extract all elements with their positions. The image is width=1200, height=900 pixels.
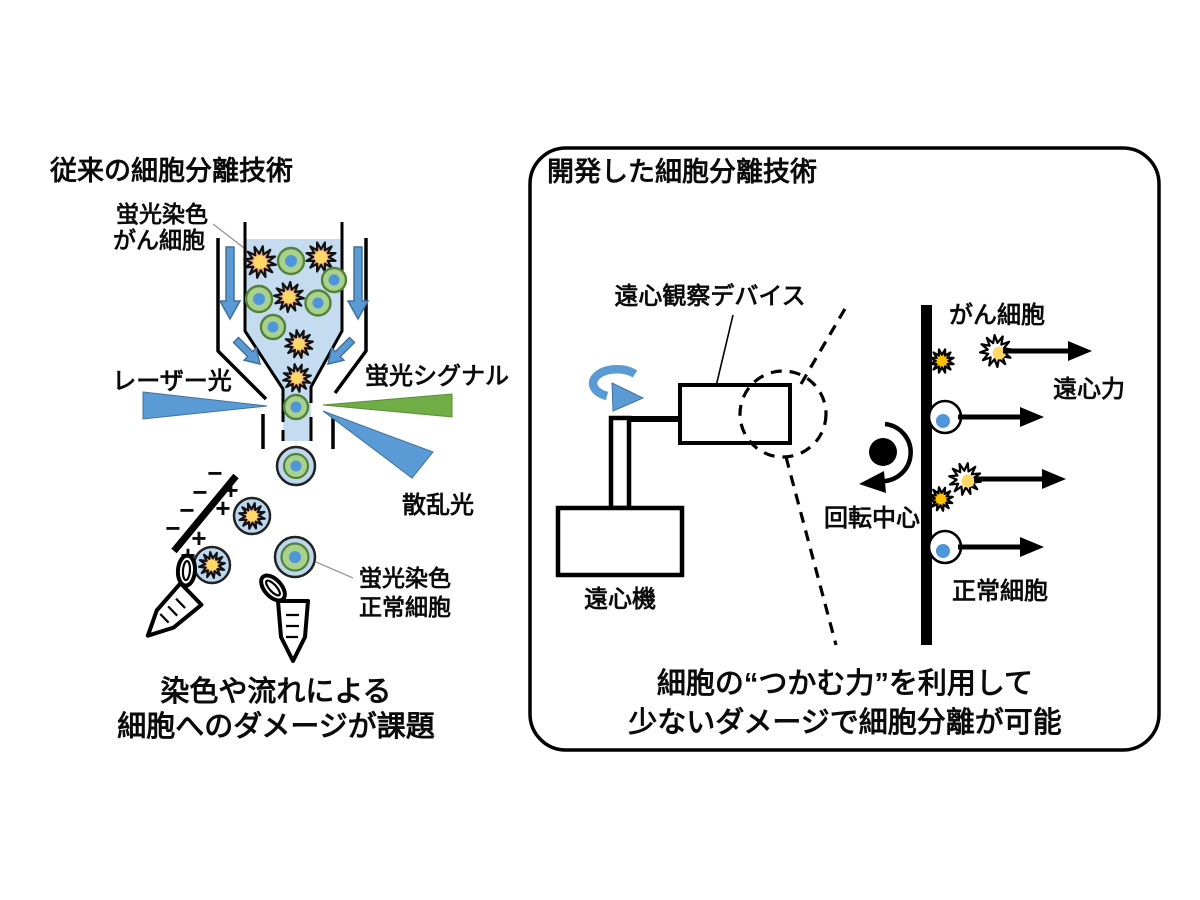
normal-cell (320, 266, 348, 294)
centrifuge-shaft (608, 415, 632, 511)
laser-beam (142, 391, 268, 420)
sheath-flow-arrow-left (218, 246, 242, 321)
scattered-light-beam (322, 410, 434, 479)
magnifier-dashed-line-top (799, 306, 848, 385)
minus-charge: − (179, 495, 194, 525)
gripping-normal-cell (927, 399, 963, 435)
rotation-center-label: 回転中心 (824, 505, 920, 532)
observation-device-box (678, 383, 792, 445)
centrifuge-base (555, 505, 685, 578)
right-panel-title: 開発した細胞分離技術 (547, 156, 817, 187)
laser-label: レーザー光 (112, 368, 232, 395)
device-label: 遠心観察デバイス (614, 282, 805, 310)
device-wall (921, 305, 932, 645)
minus-charge: − (192, 477, 207, 507)
stained-cancer-label-line2: がん細胞 (113, 227, 205, 253)
right-caption-line2: 少ないダメージで細胞分離が可能 (628, 705, 1062, 739)
normal-cell-label: 正常細胞 (952, 577, 1048, 605)
arrowhead (1020, 407, 1044, 427)
minus-charge: − (207, 458, 222, 488)
cancer-cell (303, 239, 340, 276)
right-caption-line1: 細胞の“つかむ力”を利用して (657, 666, 1033, 700)
cancer-cell (273, 281, 306, 314)
arrowhead (1020, 537, 1044, 557)
collection-tube-right (254, 569, 310, 663)
normal-cell (304, 289, 332, 317)
cancer-cell (281, 326, 317, 362)
fluorescence-signal-beam (322, 393, 453, 418)
magnifier-dashed-circle (738, 369, 828, 459)
normal-cell (259, 313, 287, 341)
minus-charge: − (165, 513, 180, 543)
fluorescence-signal-label: 蛍光シグナル (365, 363, 509, 390)
taper-flow-arrow-right (326, 336, 356, 366)
detached-cancer-cell (946, 460, 983, 497)
normal-label-leader-line (315, 561, 354, 579)
stained-cancer-label-line1: 蛍光染色 (116, 201, 208, 227)
droplet-normal-cell (275, 445, 317, 487)
normal-cell (244, 284, 274, 314)
gripping-normal-cell (927, 529, 963, 565)
rotation-center-icon (859, 421, 913, 493)
cancer-cell-label: がん細胞 (949, 301, 1045, 329)
arrowhead (1042, 469, 1066, 489)
droplet-cancer-cell (194, 547, 230, 583)
normal-cell (276, 246, 306, 276)
taper-flow-arrow-left (232, 336, 262, 366)
outer-funnel-wall-left (216, 238, 268, 449)
plus-charge: + (191, 523, 206, 553)
left-panel-title: 従来の細胞分離技術 (49, 155, 293, 186)
normal-cell (282, 393, 310, 421)
droplet-normal-cell (273, 535, 317, 579)
scattered-light-label: 散乱光 (402, 492, 474, 519)
centrifuge-label: 遠心機 (584, 586, 656, 613)
outer-funnel-wall-right (331, 238, 368, 449)
left-caption-line2: 細胞へのダメージが課題 (117, 709, 436, 743)
rotation-arrow-icon (588, 365, 645, 412)
deflection-plate (171, 473, 239, 554)
stained-normal-label-line1: 蛍光染色 (359, 565, 451, 591)
cancer-cell (281, 362, 313, 394)
detached-cancer-cell (979, 334, 1014, 369)
centrifugal-force-label: 遠心力 (1053, 376, 1125, 403)
right-panel-developed: 開発した細胞分離技術 遠心観察デバイス 遠心機 回転中心 (528, 146, 1161, 752)
stained-normal-label-line2: 正常細胞 (359, 594, 451, 620)
magnifier-dashed-line-bottom (784, 456, 838, 646)
plus-charge: + (223, 475, 238, 505)
right-panel-border (528, 146, 1161, 752)
centrifuge: 遠心機 (555, 365, 792, 613)
left-caption-line1: 染色や流れによる (160, 674, 391, 708)
arrowhead (1068, 341, 1092, 361)
droplet-cancer-cell (234, 498, 270, 534)
cancer-cell (241, 243, 278, 280)
sheath-flow-arrow-right (346, 246, 370, 321)
plus-charge: + (215, 493, 230, 523)
cells-in-funnel (241, 239, 348, 421)
left-panel-conventional: 従来の細胞分離技術 蛍光染色 がん細胞 (49, 155, 509, 743)
